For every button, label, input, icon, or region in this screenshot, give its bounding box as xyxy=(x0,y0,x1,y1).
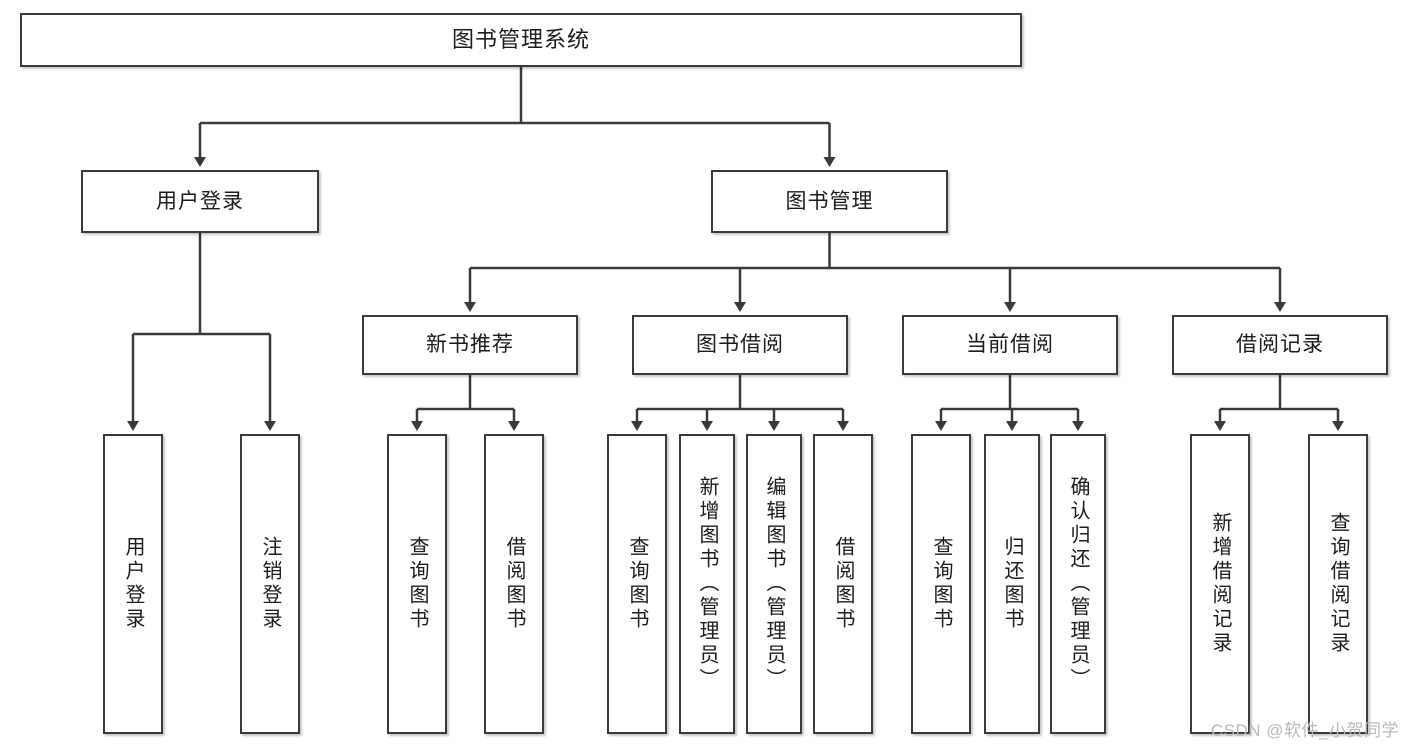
node-leaf-query-book-1[interactable]: 查询图书 xyxy=(387,434,447,734)
node-label: 查询图书 xyxy=(930,536,952,632)
node-leaf-borrow-book-2[interactable]: 借阅图书 xyxy=(813,434,873,734)
node-label: 新增借阅记录 xyxy=(1209,512,1231,656)
node-book-borrow[interactable]: 图书借阅 xyxy=(632,315,848,375)
node-leaf-add-book[interactable]: 新增图书（管理员） xyxy=(679,434,735,734)
node-leaf-confirm-return[interactable]: 确认归还（管理员） xyxy=(1050,434,1106,734)
node-leaf-user-login[interactable]: 用户登录 xyxy=(103,434,163,734)
node-book-manage[interactable]: 图书管理 xyxy=(711,170,948,233)
node-label: 新增图书（管理员） xyxy=(696,476,718,692)
csdn-watermark: CSDN @软件_小贺同学 xyxy=(1210,721,1399,740)
node-label: 新书推荐 xyxy=(426,333,514,357)
node-leaf-user-logout[interactable]: 注销登录 xyxy=(240,434,300,734)
node-current-borrow[interactable]: 当前借阅 xyxy=(902,315,1118,375)
node-label: 图书管理 xyxy=(785,189,874,213)
node-leaf-edit-book[interactable]: 编辑图书（管理员） xyxy=(746,434,802,734)
node-leaf-query-book-3[interactable]: 查询图书 xyxy=(911,434,971,734)
node-leaf-query-book-2[interactable]: 查询图书 xyxy=(607,434,667,734)
node-label: 图书管理系统 xyxy=(451,26,590,52)
node-label: 查询图书 xyxy=(406,536,428,632)
node-label: 当前借阅 xyxy=(966,333,1054,357)
node-label: 用户登录 xyxy=(156,189,244,213)
node-label: 注销登录 xyxy=(259,536,281,632)
node-label: 查询借阅记录 xyxy=(1327,512,1349,656)
node-label: 借阅图书 xyxy=(503,536,525,632)
node-user-login[interactable]: 用户登录 xyxy=(81,170,319,233)
node-root-system[interactable]: 图书管理系统 xyxy=(20,13,1022,67)
node-label: 借阅图书 xyxy=(832,536,854,632)
node-label: 用户登录 xyxy=(122,536,144,632)
node-leaf-borrow-book-1[interactable]: 借阅图书 xyxy=(484,434,544,734)
node-new-book-rec[interactable]: 新书推荐 xyxy=(362,315,578,375)
node-label: 确认归还（管理员） xyxy=(1067,476,1089,692)
node-borrow-record[interactable]: 借阅记录 xyxy=(1172,315,1388,375)
node-label: 查询图书 xyxy=(626,536,648,632)
node-label: 借阅记录 xyxy=(1236,333,1324,357)
node-label: 编辑图书（管理员） xyxy=(763,476,785,692)
node-label: 归还图书 xyxy=(1001,536,1023,632)
node-leaf-return-book[interactable]: 归还图书 xyxy=(984,434,1040,734)
node-leaf-add-record[interactable]: 新增借阅记录 xyxy=(1190,434,1250,734)
node-leaf-query-record[interactable]: 查询借阅记录 xyxy=(1308,434,1368,734)
node-label: 图书借阅 xyxy=(696,333,784,357)
